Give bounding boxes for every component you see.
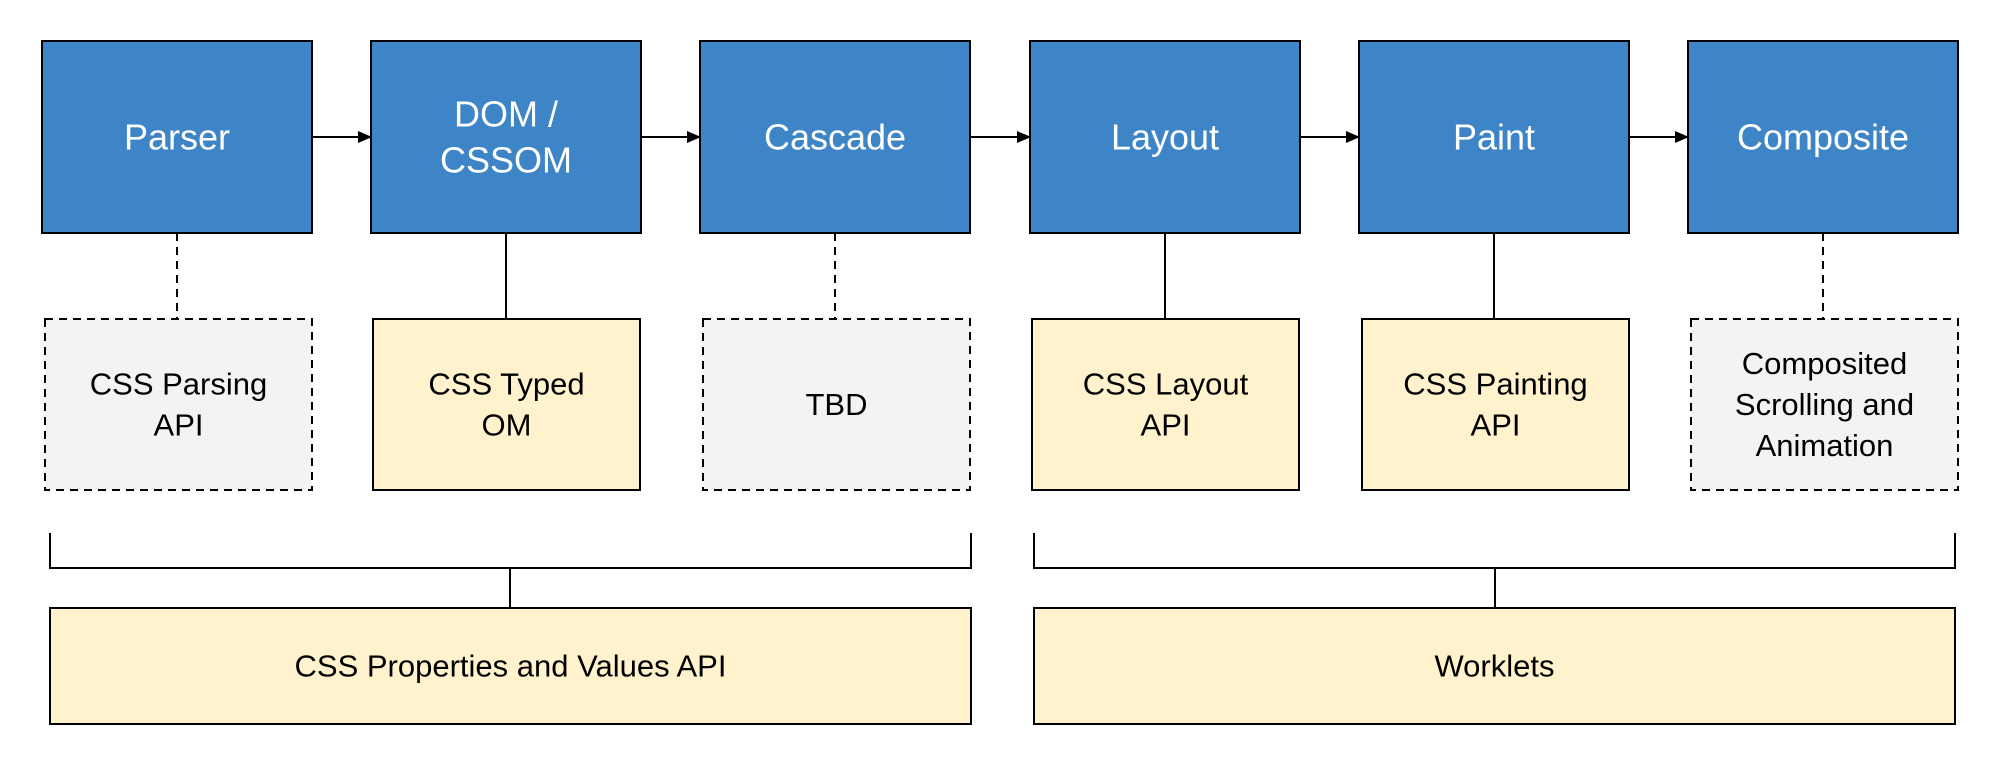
group-rect — [1033, 607, 1956, 725]
api-rect-dashed — [1690, 318, 1959, 491]
stage-rect — [41, 40, 313, 234]
api-label-line-1: CSS Layout — [1083, 367, 1249, 402]
stage-box: Cascade — [699, 40, 971, 234]
group-brackets — [49, 533, 1956, 608]
api-label-line-1: CSS Parsing — [90, 367, 267, 402]
api-box: TBD — [702, 318, 971, 491]
stage-box: Composite — [1687, 40, 1959, 234]
api-label-line-2: OM — [482, 408, 532, 443]
api-rect-dashed — [44, 318, 313, 491]
stage-rect — [1687, 40, 1959, 234]
group-box: CSS Properties and Values API — [49, 607, 972, 725]
stage-box: Layout — [1029, 40, 1301, 234]
stage-label-line-1: Cascade — [764, 117, 906, 158]
stage-rect — [1029, 40, 1301, 234]
stage-box: Paint — [1358, 40, 1630, 234]
stage-rect — [699, 40, 971, 234]
api-groups: CSS Properties and Values API Worklets — [49, 607, 1956, 725]
api-rect-dashed — [702, 318, 971, 491]
group-box: Worklets — [1033, 607, 1956, 725]
group-label: CSS Properties and Values API — [295, 649, 727, 684]
api-label-line-1: Composited — [1742, 346, 1907, 381]
api-label-line-3: Animation — [1756, 428, 1894, 463]
api-label-line-1: CSS Typed — [428, 367, 584, 402]
api-rect-solid — [1031, 318, 1300, 491]
api-label-line-1: TBD — [806, 387, 868, 422]
stage-label-line-2: CSSOM — [440, 140, 572, 181]
api-label-line-1: CSS Painting — [1403, 367, 1587, 402]
stage-label-line-1: Parser — [124, 117, 230, 158]
stage-api-connectors — [176, 233, 1824, 319]
stage-label-line-1: Paint — [1453, 117, 1535, 158]
api-rect-solid — [372, 318, 641, 491]
group-bracket — [49, 533, 972, 569]
stage-label-line-1: DOM / — [454, 94, 558, 135]
stage-box: Parser — [41, 40, 313, 234]
group-label: Worklets — [1434, 649, 1554, 684]
api-label-line-2: API — [1471, 408, 1521, 443]
stage-label-line-1: Layout — [1111, 117, 1219, 158]
api-label-line-2: API — [1141, 408, 1191, 443]
group-rect — [49, 607, 972, 725]
stage-rect — [1358, 40, 1630, 234]
api-label-line-2: Scrolling and — [1735, 387, 1914, 422]
stage-rect — [370, 40, 642, 234]
pipeline-stages: Parser DOM / CSSOM Cascade Layout Paint Compos… — [41, 40, 1959, 234]
stage-box: DOM / CSSOM — [370, 40, 642, 234]
group-bracket — [1033, 533, 1956, 569]
api-rect-solid — [1361, 318, 1630, 491]
api-label-line-2: API — [154, 408, 204, 443]
stage-label-line-1: Composite — [1737, 117, 1909, 158]
